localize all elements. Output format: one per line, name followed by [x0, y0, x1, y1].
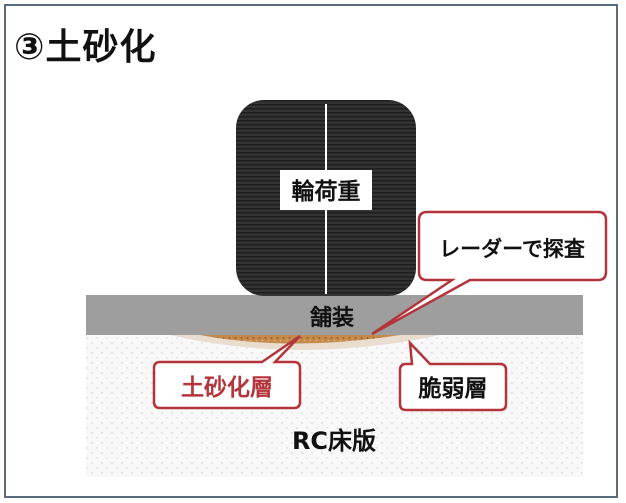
radar-callout: [371, 210, 608, 336]
sand-layer-label: 土砂化層: [181, 374, 273, 401]
sand-layer-shape: [200, 335, 400, 344]
radar-label: レーダーで探査: [439, 237, 585, 261]
pavement-label: 舗装: [309, 305, 354, 331]
brittle-layer-label: 脆弱層: [418, 375, 488, 402]
pavement-layer: [86, 295, 583, 335]
sand-layer-callout: [152, 334, 302, 410]
wheel-load-label: 輪荷重: [292, 178, 361, 205]
page-title: ③土砂化: [14, 27, 157, 68]
wheel-load-box: [280, 170, 372, 210]
brittle-layer-callout: [398, 339, 508, 412]
rc-slab-label: RC床版: [292, 427, 376, 455]
